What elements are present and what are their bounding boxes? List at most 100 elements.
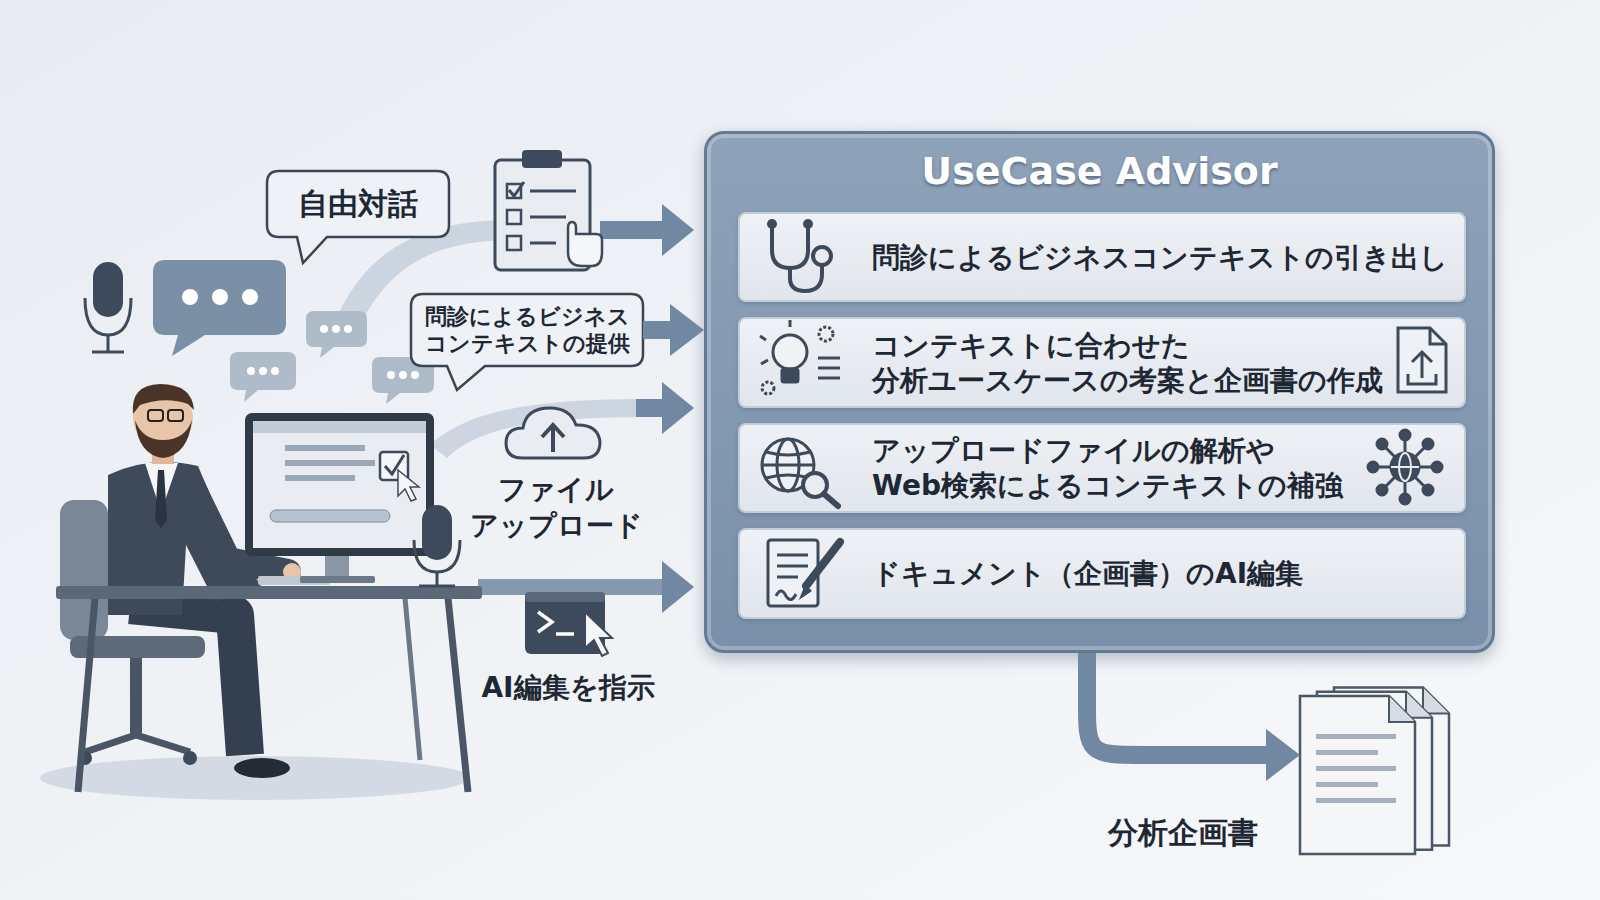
check-mark xyxy=(509,182,524,196)
screen-toolbar xyxy=(253,421,426,433)
list-line xyxy=(530,190,576,193)
mouse-cursor xyxy=(398,470,419,501)
cloud-shape xyxy=(506,408,600,458)
network-hub xyxy=(1391,466,1419,468)
bulb-base xyxy=(782,369,798,382)
prompt-symbol xyxy=(538,612,552,632)
arrow-head xyxy=(662,382,694,434)
chat-dot xyxy=(182,289,198,305)
globe xyxy=(762,439,814,491)
output-document: 分析企画書 xyxy=(1300,684,1465,859)
desk xyxy=(56,576,482,792)
list-line xyxy=(818,377,840,380)
speech-bubble: 自由対話 xyxy=(267,171,449,237)
mic-stem xyxy=(107,335,110,352)
network-node xyxy=(1432,462,1442,472)
icon-caption: ファイル アップロード xyxy=(466,472,646,545)
screen-line xyxy=(285,460,375,466)
cloud-upload-icon xyxy=(506,408,600,458)
document-fold xyxy=(1430,328,1446,344)
chat-dot xyxy=(387,371,395,379)
monitor-screen xyxy=(253,421,426,548)
bulb-ray xyxy=(760,336,766,340)
stethoscope-ear xyxy=(805,221,811,227)
person-hair xyxy=(133,384,194,414)
person-glasses xyxy=(148,410,163,421)
flow-arrow xyxy=(1087,653,1300,781)
desk-leg xyxy=(448,598,468,792)
arrow-shaft xyxy=(636,399,664,417)
network-node xyxy=(1377,439,1387,449)
stethoscope-tube xyxy=(790,264,822,291)
globe-meridian xyxy=(777,439,799,491)
list-line xyxy=(818,357,840,360)
network-node xyxy=(1400,494,1410,504)
arrow-head xyxy=(670,304,704,356)
stethoscope-tube xyxy=(772,226,808,268)
mic-capsule xyxy=(422,505,452,560)
chat-bubble xyxy=(153,260,286,356)
chat-bubble-shape xyxy=(306,311,367,358)
input-arrow xyxy=(636,382,694,434)
chat-bubble xyxy=(230,352,296,402)
document-stack xyxy=(1300,684,1465,859)
mouse-cursor xyxy=(585,612,612,656)
globe-parallel xyxy=(766,452,810,455)
function-row: 問診によるビジネスコンテキストの引き出し xyxy=(738,212,1466,302)
mic-capsule xyxy=(93,262,123,317)
chat-dot xyxy=(242,289,258,305)
upload-document-icon xyxy=(1398,328,1446,392)
chair-base xyxy=(85,735,190,752)
network-spoke xyxy=(1404,435,1407,499)
document-fold xyxy=(1389,696,1415,722)
bubble-shape xyxy=(411,294,643,390)
connectors xyxy=(643,304,1300,781)
magnifier-handle xyxy=(824,494,838,506)
function-row: ドキュメント（企画書）のAI編集 xyxy=(738,528,1466,619)
mic-holder xyxy=(85,298,131,335)
flow-arrow xyxy=(643,304,704,356)
chat-dot xyxy=(399,371,407,379)
screen-progress xyxy=(270,510,390,522)
document-page xyxy=(1300,696,1415,854)
arrow-shaft xyxy=(643,321,674,339)
list-line xyxy=(530,216,566,219)
bulb-glass xyxy=(773,335,807,369)
network-node xyxy=(1423,439,1433,449)
chat-dot xyxy=(247,367,255,375)
network-node xyxy=(1423,485,1433,495)
speech-bubble: 問診によるビジネス コンテキストの提供 xyxy=(411,294,643,366)
signature xyxy=(776,591,796,600)
clipboard-icon xyxy=(495,150,602,270)
monitor xyxy=(245,413,434,583)
document-line xyxy=(1316,798,1396,803)
upload-arrow xyxy=(1421,352,1424,378)
globe-parallel xyxy=(762,464,814,467)
microphone-icon xyxy=(414,505,460,586)
chat-dot xyxy=(212,289,228,305)
desk-top xyxy=(56,586,482,599)
network-spoke xyxy=(1382,444,1428,490)
globe-search-icon xyxy=(762,439,838,506)
advisor-panel: UseCase Advisor問診によるビジネスコンテキストの引き出しコンテキス… xyxy=(704,131,1495,653)
prompt-symbol xyxy=(556,632,574,636)
desk-leg xyxy=(78,598,95,792)
pen-tip xyxy=(802,586,811,596)
flow-band xyxy=(430,399,640,458)
document-line xyxy=(777,565,808,568)
person-tie xyxy=(155,470,167,528)
document-outline xyxy=(768,540,818,606)
document-edit-icon xyxy=(768,540,840,606)
gear-icon xyxy=(819,327,833,341)
function-row: アップロードファイルの解析や Web検索によるコンテキストの補強 xyxy=(738,423,1466,513)
microphone-icon xyxy=(85,262,131,352)
hand-cursor xyxy=(568,222,602,266)
network-node xyxy=(1377,485,1387,495)
monitor-stand xyxy=(325,554,349,578)
monitor-frame xyxy=(245,413,434,556)
network-hub xyxy=(1391,453,1419,481)
document-line xyxy=(1316,734,1396,739)
arrow-shaft xyxy=(600,221,664,239)
